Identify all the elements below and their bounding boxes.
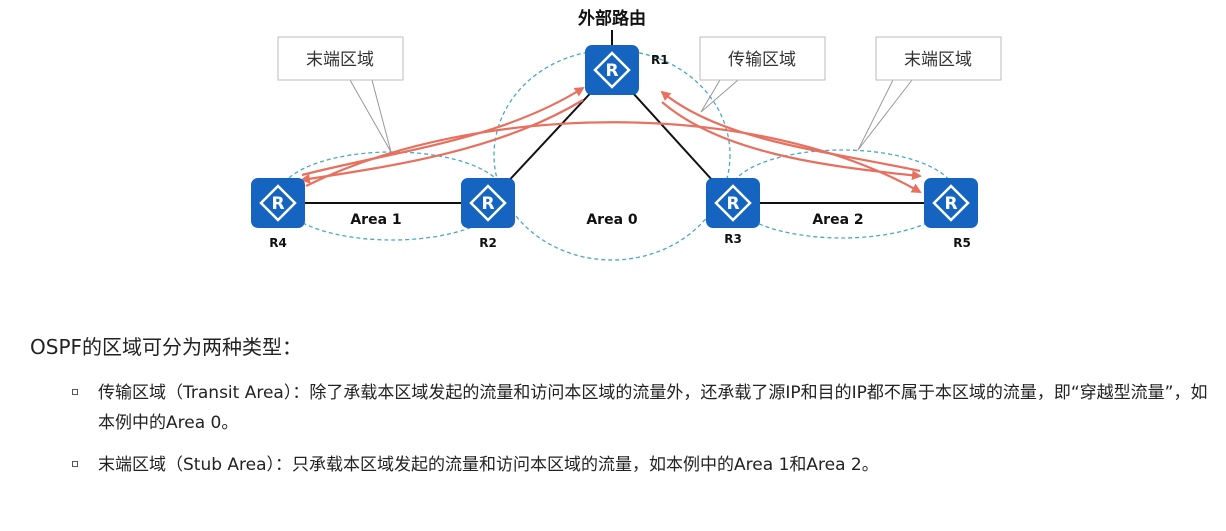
callout-pointer-stub-left — [349, 79, 392, 153]
area1-label: Area 1 — [350, 212, 401, 228]
callout-box-transit — [699, 36, 826, 81]
router-r5-icon — [922, 176, 980, 230]
router-r3-icon — [704, 176, 762, 230]
callout-pointer-stub-left-2 — [371, 79, 392, 153]
callout-box-stub-right — [875, 36, 1002, 81]
description-heading: OSPF的区域可分为两种类型： — [30, 335, 303, 359]
router-r1-label: R1 — [651, 53, 669, 67]
router-r1-icon — [583, 43, 641, 97]
description: OSPF的区域可分为两种类型： 传输区域（Transit Area）：除了承载本… — [30, 332, 1210, 492]
callout-box-stub-left — [277, 36, 404, 81]
area0-label: Area 0 — [586, 212, 638, 228]
callout-stub-right-label: 末端区域 — [904, 50, 972, 70]
router-r3-label: R3 — [724, 232, 742, 246]
ospf-area-diagram: R 末端区域 传输区域 末端区域 外部路由 R1 R2 R3 R4 R5 Are… — [249, 8, 1002, 261]
router-r5-label: R5 — [953, 236, 971, 250]
callout-pointer-transit — [700, 79, 721, 113]
callout-pointer-stub-right — [857, 79, 894, 151]
area2-label: Area 2 — [812, 212, 863, 228]
bullet-stub-area: 末端区域（Stub Area）：只承载本区域发起的流量和访问本区域的流量，如本例… — [30, 450, 1210, 480]
bullet-marker-icon — [72, 389, 78, 395]
traffic-arrow-r5-to-r1 — [660, 90, 921, 173]
callout-transit-label: 传输区域 — [728, 50, 796, 70]
router-r2-icon — [459, 176, 517, 230]
router-r2-label: R2 — [479, 236, 497, 250]
router-r4-icon — [249, 176, 307, 230]
bullet-marker-icon — [72, 461, 78, 467]
callout-pointer-stub-right-2 — [857, 79, 913, 151]
traffic-arrow-r1-to-r5 — [661, 101, 922, 181]
callout-stub-left-label: 末端区域 — [306, 50, 374, 70]
callout-pointer-transit-2 — [700, 79, 739, 113]
bullet-stub-text: 末端区域（Stub Area）：只承载本区域发起的流量和访问本区域的流量，如本例… — [98, 455, 879, 475]
external-route-label: 外部路由 — [578, 8, 646, 29]
traffic-arrow-r1-to-r4 — [300, 99, 584, 184]
bullet-transit-text: 传输区域（Transit Area）：除了承载本区域发起的流量和访问本区域的流量… — [98, 383, 1208, 433]
bullet-transit-area: 传输区域（Transit Area）：除了承载本区域发起的流量和访问本区域的流量… — [30, 378, 1210, 438]
traffic-arrow-transit — [305, 121, 922, 193]
router-r4-label: R4 — [269, 236, 287, 250]
traffic-arrow-r4-to-r1 — [301, 86, 585, 177]
